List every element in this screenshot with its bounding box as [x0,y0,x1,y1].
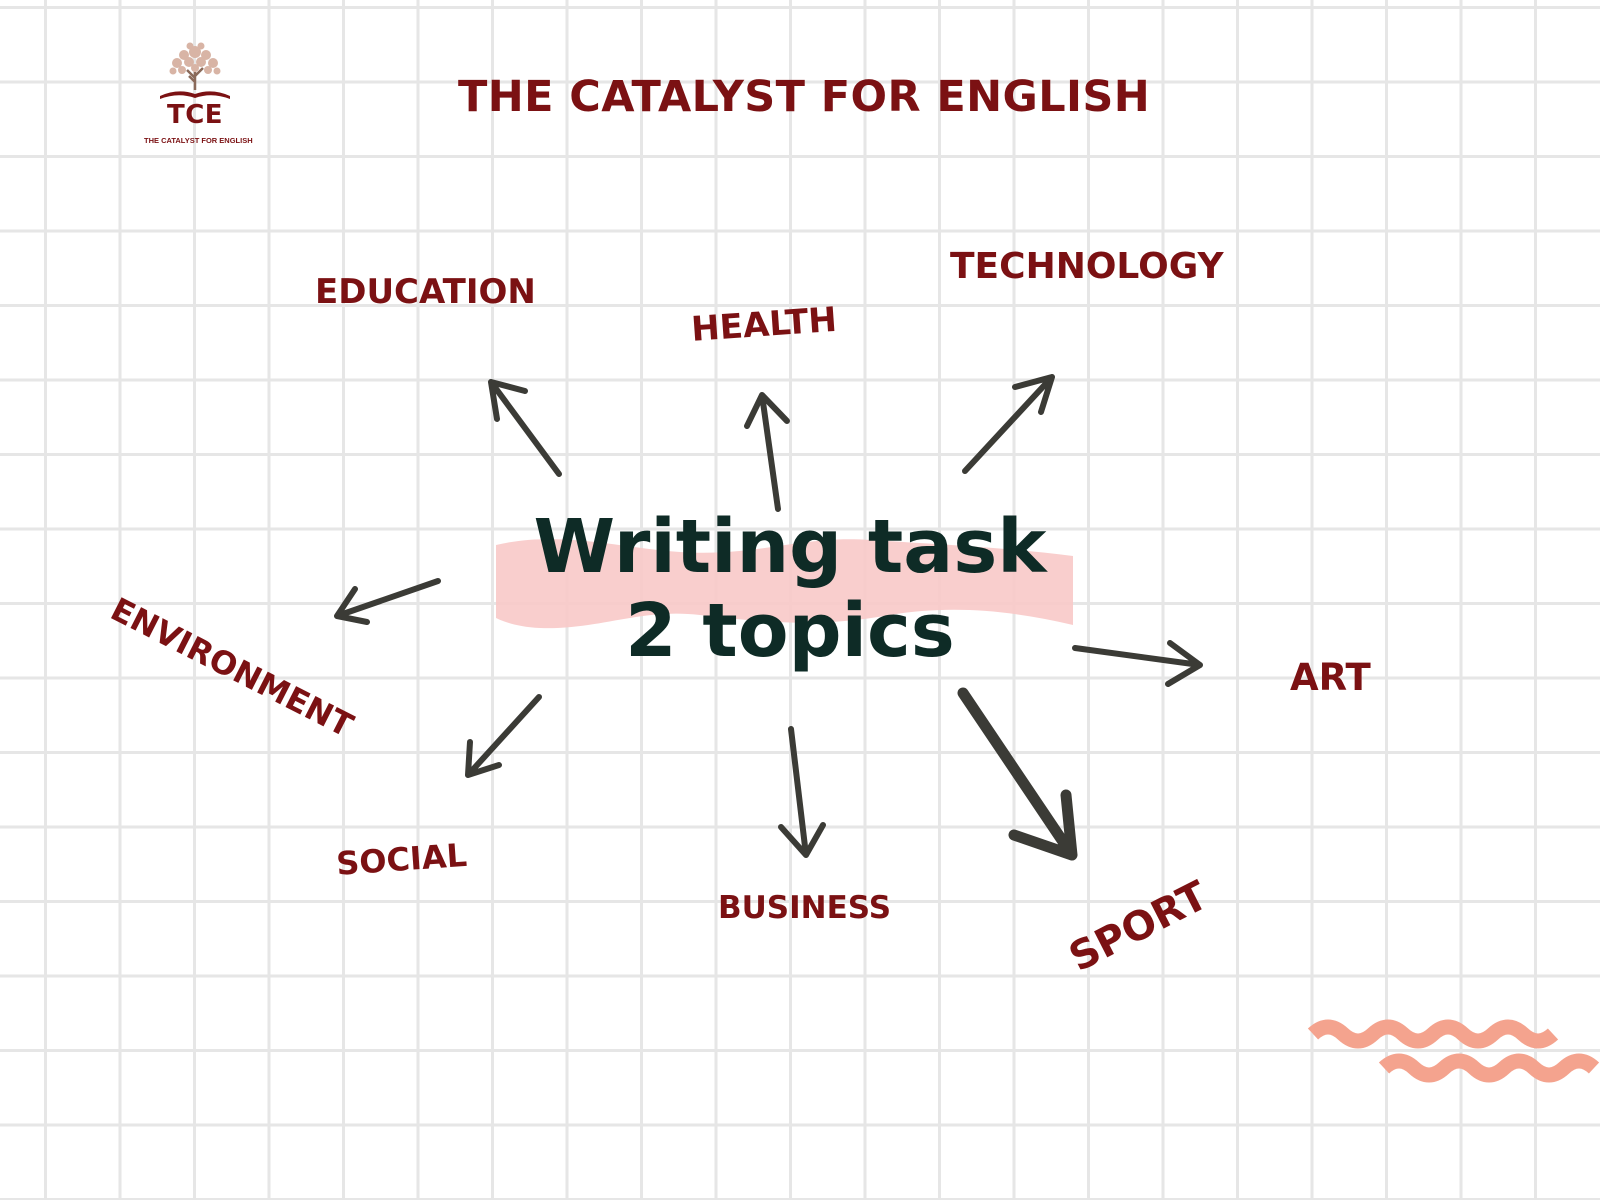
arrow-to-health [744,392,790,512]
arrow-to-sport [957,687,1078,861]
center-highlight [496,539,1073,629]
page-title: THE CATALYST FOR ENGLISH [458,72,1151,122]
arrow-to-environment [334,578,441,625]
logo: TCE THE CATALYST FOR ENGLISH [144,38,253,148]
center-title-line1: Writing task [533,504,1047,590]
center-title: Writing task 2 topics [480,505,1100,673]
wave-decoration [1307,1019,1600,1083]
center-title-line2: 2 topics [625,588,955,674]
topic-technology: TECHNOLOGY [950,246,1224,287]
logo-subtitle: THE CATALYST FOR ENGLISH [144,136,253,145]
arrow-to-social [465,694,542,778]
arrow-to-education [488,379,562,477]
topic-art: ART [1290,656,1371,699]
arrow-to-business [778,726,826,858]
topic-business: BUSINESS [718,890,892,926]
logo-abbreviation: TCE [166,100,224,130]
arrow-to-art [1072,640,1203,687]
tree-book-icon [160,42,230,99]
topic-education: EDUCATION [315,272,536,312]
arrow-to-technology [962,374,1055,474]
